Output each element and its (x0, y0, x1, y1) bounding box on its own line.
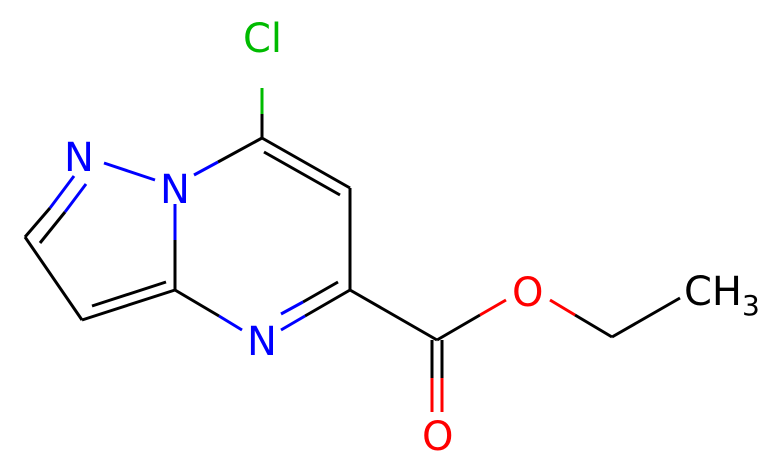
atom-cl: Cl (243, 16, 282, 62)
atom-o-ester: O (512, 270, 543, 316)
bond-c5-ccarb (349, 288, 438, 342)
bond-ccarb-oester (436, 313, 481, 342)
ch3-subscript: 3 (742, 289, 760, 322)
atom-ch3: CH3 (684, 269, 760, 322)
atom-o-carbonyl: O (422, 414, 453, 460)
bond-n4-c3a-n (218, 314, 243, 332)
bond-n4-segment (280, 314, 306, 332)
bond-n1-c2-n (48, 175, 76, 209)
bond-n4-inner-segment (280, 300, 304, 316)
bond-n8-n1 (103, 161, 156, 182)
atom-n-pyrimidine: N (247, 319, 277, 365)
bond-oester-ch2-red (549, 298, 576, 317)
bond-c7-c6-inner (263, 150, 341, 197)
bond-n1-c2-inner-n (63, 183, 88, 213)
bond-n8-c7-n (193, 160, 219, 177)
bond-n1-c2 (23, 207, 52, 238)
ch3-label: CH (684, 269, 742, 315)
bond-n4-c3a (174, 288, 220, 318)
atom-n-bridge: N (160, 167, 190, 213)
bond-c5-n4-inner (302, 280, 339, 304)
bond-c5-n4 (304, 288, 351, 318)
bond-n1-c2-inner (38, 211, 67, 244)
bond-ccarb-oester-red (479, 298, 507, 317)
atom-n-pyrazole: N (64, 135, 94, 181)
bond-c7-c6 (261, 136, 351, 190)
bond-n8-c7 (217, 136, 263, 164)
bond-oester-ch2 (574, 313, 613, 339)
bond-c3-c3a (81, 288, 176, 322)
bond-c2-c3 (23, 236, 84, 321)
bond-ch2-ch3 (611, 296, 681, 339)
bond-c3-c3a-inner (91, 280, 167, 308)
